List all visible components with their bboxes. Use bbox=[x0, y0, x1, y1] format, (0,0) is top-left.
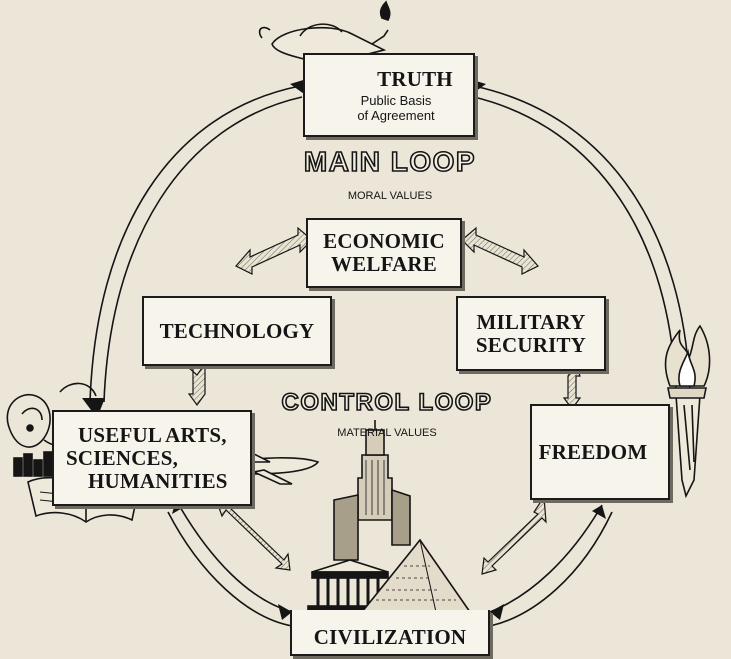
military-line2: SECURITY bbox=[475, 332, 587, 357]
arc-truth-to-freedom-outer bbox=[473, 85, 691, 393]
control-loop-arrows bbox=[187, 226, 582, 575]
military-line1: MILITARY bbox=[476, 309, 586, 334]
truth-box: TRUTH Public Basis of Agreement bbox=[303, 53, 475, 137]
arc-freedom-to-civilization bbox=[489, 504, 603, 613]
control-loop-title: CONTROL LOOP bbox=[281, 389, 493, 417]
arts-line2: SCIENCES, bbox=[66, 445, 179, 470]
arrow-arts-civilization bbox=[217, 498, 291, 571]
lower-loop-arrows bbox=[167, 499, 613, 627]
civilization-title: CIVILIZATION bbox=[313, 624, 467, 649]
truth-title: TRUTH bbox=[377, 66, 453, 91]
arts-line1: USEFUL ARTS, bbox=[78, 422, 227, 447]
skyscraper-icon bbox=[333, 420, 411, 561]
main-loop-title: MAIN LOOP bbox=[303, 146, 477, 178]
freedom-box: FREEDOM bbox=[530, 404, 670, 500]
arts-line3: HUMANITIES bbox=[88, 468, 228, 493]
arrow-economic-military bbox=[461, 226, 539, 275]
arc-truth-to-arts-outer bbox=[89, 85, 301, 403]
arc-truth-to-freedom-inner bbox=[473, 96, 677, 393]
technology-box: TECHNOLOGY bbox=[142, 296, 332, 366]
freedom-title: FREEDOM bbox=[538, 439, 648, 464]
useful-arts-box: USEFUL ARTS, SCIENCES, HUMANITIES bbox=[52, 410, 252, 506]
truth-subtitle-line1: Public Basis bbox=[360, 92, 432, 108]
arc-truth-to-arts-inner bbox=[103, 96, 303, 403]
civilization-box: CIVILIZATION bbox=[290, 610, 490, 656]
arrow-freedom-civilization bbox=[481, 495, 547, 575]
economic-line1: ECONOMIC bbox=[323, 229, 445, 253]
arrow-technology-arts bbox=[187, 362, 206, 407]
military-security-box: MILITARY SECURITY bbox=[456, 296, 606, 371]
torch-icon bbox=[664, 324, 711, 499]
arc-arts-to-civilization bbox=[175, 499, 293, 613]
truth-subtitle-line2: of Agreement bbox=[357, 107, 435, 123]
technology-title: TECHNOLOGY bbox=[159, 318, 315, 343]
control-loop-subtitle: MATERIAL VALUES bbox=[337, 427, 437, 439]
economic-welfare-box: ECONOMIC WELFARE bbox=[306, 218, 462, 288]
main-loop-subtitle: MORAL VALUES bbox=[347, 190, 433, 202]
economic-line2: WELFARE bbox=[330, 252, 438, 276]
arrow-economic-technology bbox=[235, 226, 313, 275]
arrow-military-freedom bbox=[562, 363, 582, 411]
